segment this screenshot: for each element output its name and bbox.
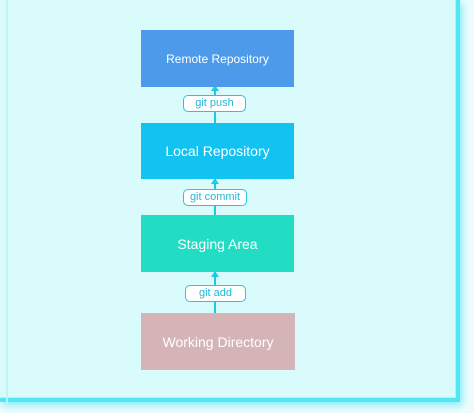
frame-left-edge <box>6 0 8 404</box>
local-repository-node: Local Repository <box>141 123 294 179</box>
arrowhead-up-icon <box>211 271 219 277</box>
staging-area-node: Staging Area <box>141 215 294 272</box>
remote-repository-label: Remote Repository <box>166 51 269 66</box>
working-directory-label: Working Directory <box>162 333 274 350</box>
git-add-label: git add <box>185 285 246 302</box>
arrowhead-up-icon <box>211 85 219 91</box>
local-repository-label: Local Repository <box>165 143 270 159</box>
git-push-label: git push <box>183 95 246 112</box>
arrowhead-up-icon <box>211 178 219 184</box>
staging-area-label: Staging Area <box>177 235 258 252</box>
git-commit-label: git commit <box>183 189 247 206</box>
working-directory-node: Working Directory <box>141 313 295 370</box>
remote-repository-node: Remote Repository <box>141 30 294 87</box>
